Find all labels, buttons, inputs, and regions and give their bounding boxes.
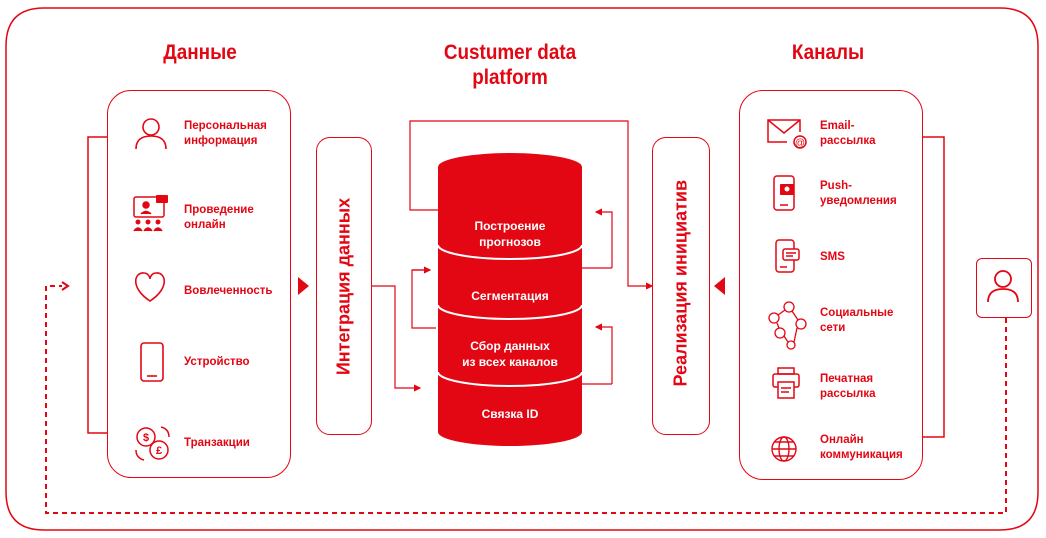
arrow-to-integration — [298, 277, 309, 295]
database-cylinder — [437, 153, 583, 446]
globe-icon — [771, 436, 797, 462]
cdp-title: Custumer data platform — [429, 40, 591, 90]
currency-exchange-icon: $ £ — [135, 426, 170, 461]
channel-item-label-line1: SMS — [820, 251, 845, 263]
user-icon — [987, 270, 1019, 303]
social-network-icon — [768, 301, 807, 350]
data-item-label-line1: Вовлеченность — [184, 285, 273, 297]
data-item-label-line1: Устройство — [184, 356, 250, 368]
heart-icon — [134, 272, 166, 302]
data-item-label-line2: информация — [184, 135, 258, 147]
initiatives-panel — [652, 137, 710, 435]
connector-right-mid — [594, 323, 613, 384]
db-layer-collection: Сбор данных из всех каналов — [438, 338, 582, 370]
db-layer-line2: из всех каналов — [462, 355, 558, 369]
data-item-label-line1: Персональная — [184, 120, 267, 132]
connector-right-top — [594, 208, 613, 268]
cdp-title-line1: Custumer data — [443, 41, 577, 64]
channel-item-label-line2: рассылка — [820, 135, 876, 147]
db-layer-forecasts: Построение прогнозов — [438, 218, 582, 250]
db-layer-line2: прогнозов — [479, 235, 541, 249]
data-panel — [107, 90, 291, 478]
customer-box — [976, 258, 1032, 318]
printer-icon — [772, 367, 800, 399]
smartphone-icon — [140, 342, 164, 382]
db-layer-line1: Сегментация — [471, 289, 549, 303]
data-item-label-line1: Транзакции — [184, 437, 250, 449]
data-item-label-line2: онлайн — [184, 219, 226, 231]
connector-top-loop — [409, 120, 654, 290]
person-icon — [135, 118, 167, 150]
db-layer-id-link: Связка ID — [438, 406, 582, 422]
data-item-label-line1: Проведение — [184, 204, 254, 216]
integration-panel — [316, 137, 372, 435]
feedback-arrowhead — [61, 281, 70, 291]
channel-item-label-line1: Онлайн — [820, 434, 864, 446]
svg-text:@: @ — [795, 138, 805, 149]
db-layer-line1: Сбор данных — [470, 339, 550, 353]
webinar-icon — [133, 195, 168, 232]
channels-panel — [739, 90, 923, 480]
cdp-title-line2: platform — [472, 66, 548, 89]
arrow-to-initiatives — [714, 277, 725, 295]
channels-title: Каналы — [791, 41, 865, 64]
channel-item-label-line2: коммуникация — [820, 449, 903, 461]
outer-frame — [5, 7, 1039, 531]
channel-item-label-line2: уведомления — [820, 195, 897, 207]
left-back-bracket — [87, 136, 107, 434]
data-title: Данные — [163, 41, 237, 64]
svg-text:$: $ — [143, 432, 149, 444]
channel-item-label-line1: Email- — [820, 120, 855, 132]
channel-item-label-line1: Печатная — [820, 373, 874, 385]
svg-text:£: £ — [156, 445, 162, 457]
push-notification-icon — [773, 175, 795, 211]
feedback-dashed-loop — [45, 285, 1007, 514]
right-back-bracket — [923, 136, 945, 438]
db-layer-line1: Связка ID — [481, 407, 539, 421]
email-icon: @ — [767, 119, 807, 149]
channel-item-label-line1: Социальные — [820, 307, 894, 319]
channel-item-label-line1: Push- — [820, 180, 852, 192]
db-layer-segmentation: Сегментация — [438, 288, 582, 304]
sms-icon — [775, 239, 800, 273]
db-layer-line1: Построение — [474, 219, 546, 233]
channel-item-label-line2: сети — [820, 322, 846, 334]
connector-integration-out — [372, 285, 422, 392]
channel-item-label-line2: рассылка — [820, 388, 876, 400]
